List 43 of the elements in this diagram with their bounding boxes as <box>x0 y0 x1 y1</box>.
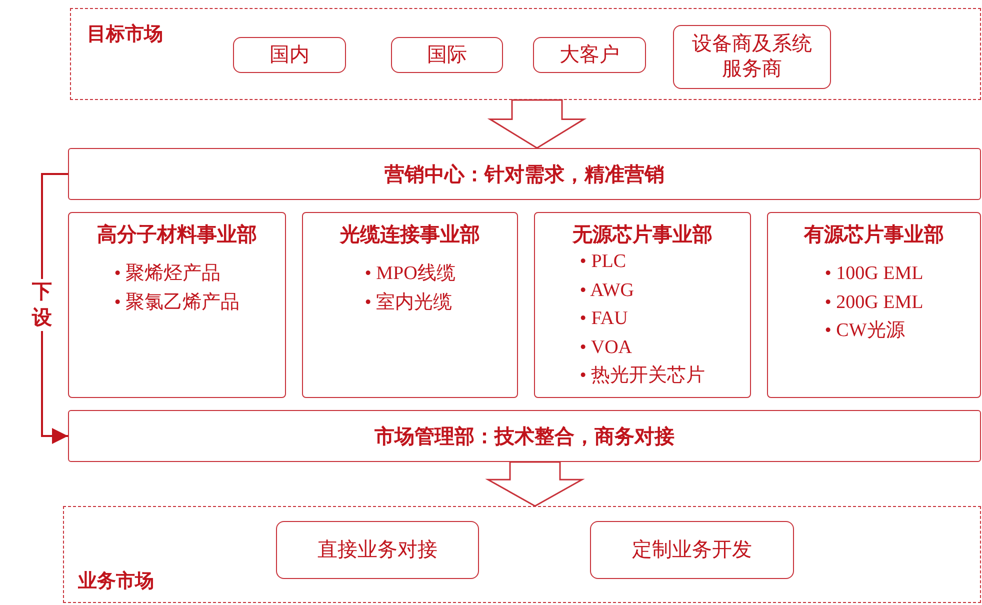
rounded-box <box>233 37 346 73</box>
bullet-item: • 室内光缆 <box>364 290 454 314</box>
banner-box <box>68 410 981 462</box>
rounded-box <box>391 37 503 73</box>
box-label: 定制业务开发 <box>632 538 752 562</box>
box-label: 大客户 <box>560 42 620 68</box>
division-heading: 无源芯片事业部 <box>572 222 712 248</box>
rounded-box <box>673 25 831 89</box>
division-box <box>302 212 518 398</box>
rounded-box <box>533 37 646 73</box>
bullet-item: • MPO线缆 <box>364 262 456 286</box>
bullet-item: • VOA <box>580 336 634 360</box>
bullet-item: • 热光开关芯片 <box>580 364 706 388</box>
dashed-group-frame <box>70 8 981 100</box>
bullet-item: • 200G EML <box>824 290 924 314</box>
bullet-item: • 聚烯烃产品 <box>114 262 222 286</box>
group-title: 目标市场 <box>87 22 163 47</box>
division-heading: 有源芯片事业部 <box>804 222 944 248</box>
edge-label: 下设 <box>31 279 53 331</box>
bullet-item: • FAU <box>580 307 629 331</box>
banner-box <box>68 148 981 200</box>
rounded-box <box>590 521 794 579</box>
bullet-item: • AWG <box>580 278 636 302</box>
box-label: 直接业务对接 <box>318 538 438 562</box>
division-box <box>767 212 981 398</box>
group-title: 业务市场 <box>78 570 154 594</box>
box-label: 国际 <box>427 42 467 68</box>
box-label: 国内 <box>270 42 310 68</box>
division-box <box>68 212 286 398</box>
bullet-item: • 100G EML <box>824 262 924 286</box>
bullet-item: • CW光源 <box>824 319 906 343</box>
block-arrow <box>485 461 585 507</box>
banner-text: 市场管理部：技术整合，商务对接 <box>374 424 674 450</box>
bullet-item: • 聚氯乙烯产品 <box>114 290 240 314</box>
dashed-group-frame <box>63 506 981 603</box>
box-label: 设备商及系统服务商 <box>692 32 812 82</box>
rounded-box <box>276 521 479 579</box>
banner-text: 营销中心：针对需求，精准营销 <box>384 162 664 188</box>
division-heading: 光缆连接事业部 <box>340 222 480 248</box>
division-heading: 高分子材料事业部 <box>97 222 257 248</box>
division-box <box>534 212 751 398</box>
bullet-item: • PLC <box>580 250 628 274</box>
block-arrow <box>487 99 587 149</box>
